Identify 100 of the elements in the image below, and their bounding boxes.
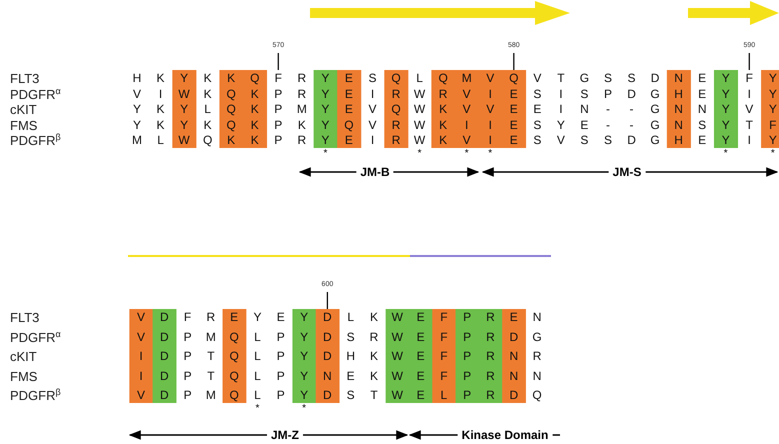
residue: Y (179, 118, 190, 130)
sequence-name: FMS (10, 370, 38, 382)
residue: K (438, 134, 448, 146)
residue: Y (299, 389, 310, 401)
residue: D (158, 389, 170, 401)
residue: - (628, 118, 635, 130)
residue: E (276, 311, 286, 323)
residue: Q (228, 389, 240, 401)
residue: R (485, 311, 496, 323)
residue: Y (299, 370, 310, 382)
residue: D (322, 350, 333, 362)
residue: S (626, 72, 637, 84)
residue: - (628, 103, 635, 115)
residue: Y (320, 134, 330, 146)
residue: P (602, 88, 613, 100)
residue: P (462, 330, 472, 342)
residue: G (649, 118, 661, 130)
residue: V (744, 103, 754, 115)
residue: Y (320, 103, 330, 115)
residue: N (673, 103, 684, 115)
residue: I (746, 88, 752, 100)
residue: E (229, 311, 240, 323)
residue: E (697, 134, 708, 146)
residue: I (488, 134, 493, 146)
residue: S (532, 134, 542, 146)
residue: T (206, 370, 216, 382)
residue: D (158, 350, 170, 362)
residue: D (158, 330, 170, 342)
residue: I (370, 134, 376, 146)
residue: K (368, 370, 379, 382)
residue: E (697, 88, 708, 100)
residue: W (390, 389, 404, 401)
residue: Q (228, 330, 240, 342)
residue: F (274, 72, 283, 84)
residue: E (416, 311, 426, 323)
residue: T (369, 389, 379, 401)
residue: G (649, 103, 661, 115)
residue: R (296, 88, 308, 100)
residue: V (462, 103, 472, 115)
residue: W (412, 88, 426, 100)
region-label: JM-Z (267, 429, 303, 441)
residue: P (182, 330, 193, 342)
residue: E (416, 350, 426, 362)
residue: S (602, 134, 613, 146)
residue: N (322, 370, 333, 382)
sequence-name: PDGFR$^{α}$ (10, 88, 61, 100)
residue: K (250, 88, 260, 100)
residue: V (132, 88, 142, 100)
residue: F (744, 72, 754, 84)
residue: S (367, 72, 378, 84)
residue: E (508, 118, 519, 130)
residue: P (276, 389, 286, 401)
residue: W (390, 311, 404, 323)
residue: W (177, 88, 191, 100)
residue: Y (299, 311, 310, 323)
residue: P (276, 330, 286, 342)
residue: S (602, 72, 613, 84)
residue: N (579, 103, 590, 115)
residue: E (508, 311, 519, 323)
sequence-name: PDGFR$^{α}$ (10, 330, 61, 344)
residue: Q (202, 134, 214, 146)
residue: E (508, 134, 519, 146)
residue: V (532, 72, 542, 84)
residue: Q (228, 370, 240, 382)
residue: H (132, 72, 142, 84)
residue: E (344, 72, 354, 84)
residue: R (438, 88, 448, 100)
residue: W (412, 103, 426, 115)
residue: E (508, 88, 519, 100)
conservation-mark: * (770, 149, 775, 159)
residue: Y (720, 88, 731, 100)
residue: E (416, 370, 426, 382)
residue: - (605, 103, 611, 115)
residue: I (558, 103, 564, 115)
residue: L (440, 389, 448, 401)
residue: V (136, 311, 146, 323)
residue: Q (226, 88, 237, 100)
residue: Q (226, 118, 237, 130)
residue: Q (226, 103, 237, 115)
sequence-name: cKIT (10, 350, 37, 363)
residue: P (182, 370, 193, 382)
residue: G (531, 330, 543, 342)
conservation-mark: * (256, 404, 260, 414)
residue: R (390, 88, 402, 100)
residue: V (136, 330, 146, 342)
residue: K (202, 88, 213, 100)
residue: R (206, 311, 216, 323)
residue: I (558, 88, 564, 100)
residue: Y (320, 88, 330, 100)
residue: P (273, 88, 284, 100)
residue: W (412, 134, 426, 146)
residue: E (344, 88, 354, 100)
residue: E (416, 389, 426, 401)
conservation-mark: * (418, 149, 422, 159)
residue: S (532, 118, 542, 130)
residue: Y (720, 134, 731, 146)
residue: R (532, 350, 542, 362)
sequence-name: cKIT (10, 103, 37, 116)
residue: R (485, 370, 496, 382)
residue: D (322, 330, 333, 342)
